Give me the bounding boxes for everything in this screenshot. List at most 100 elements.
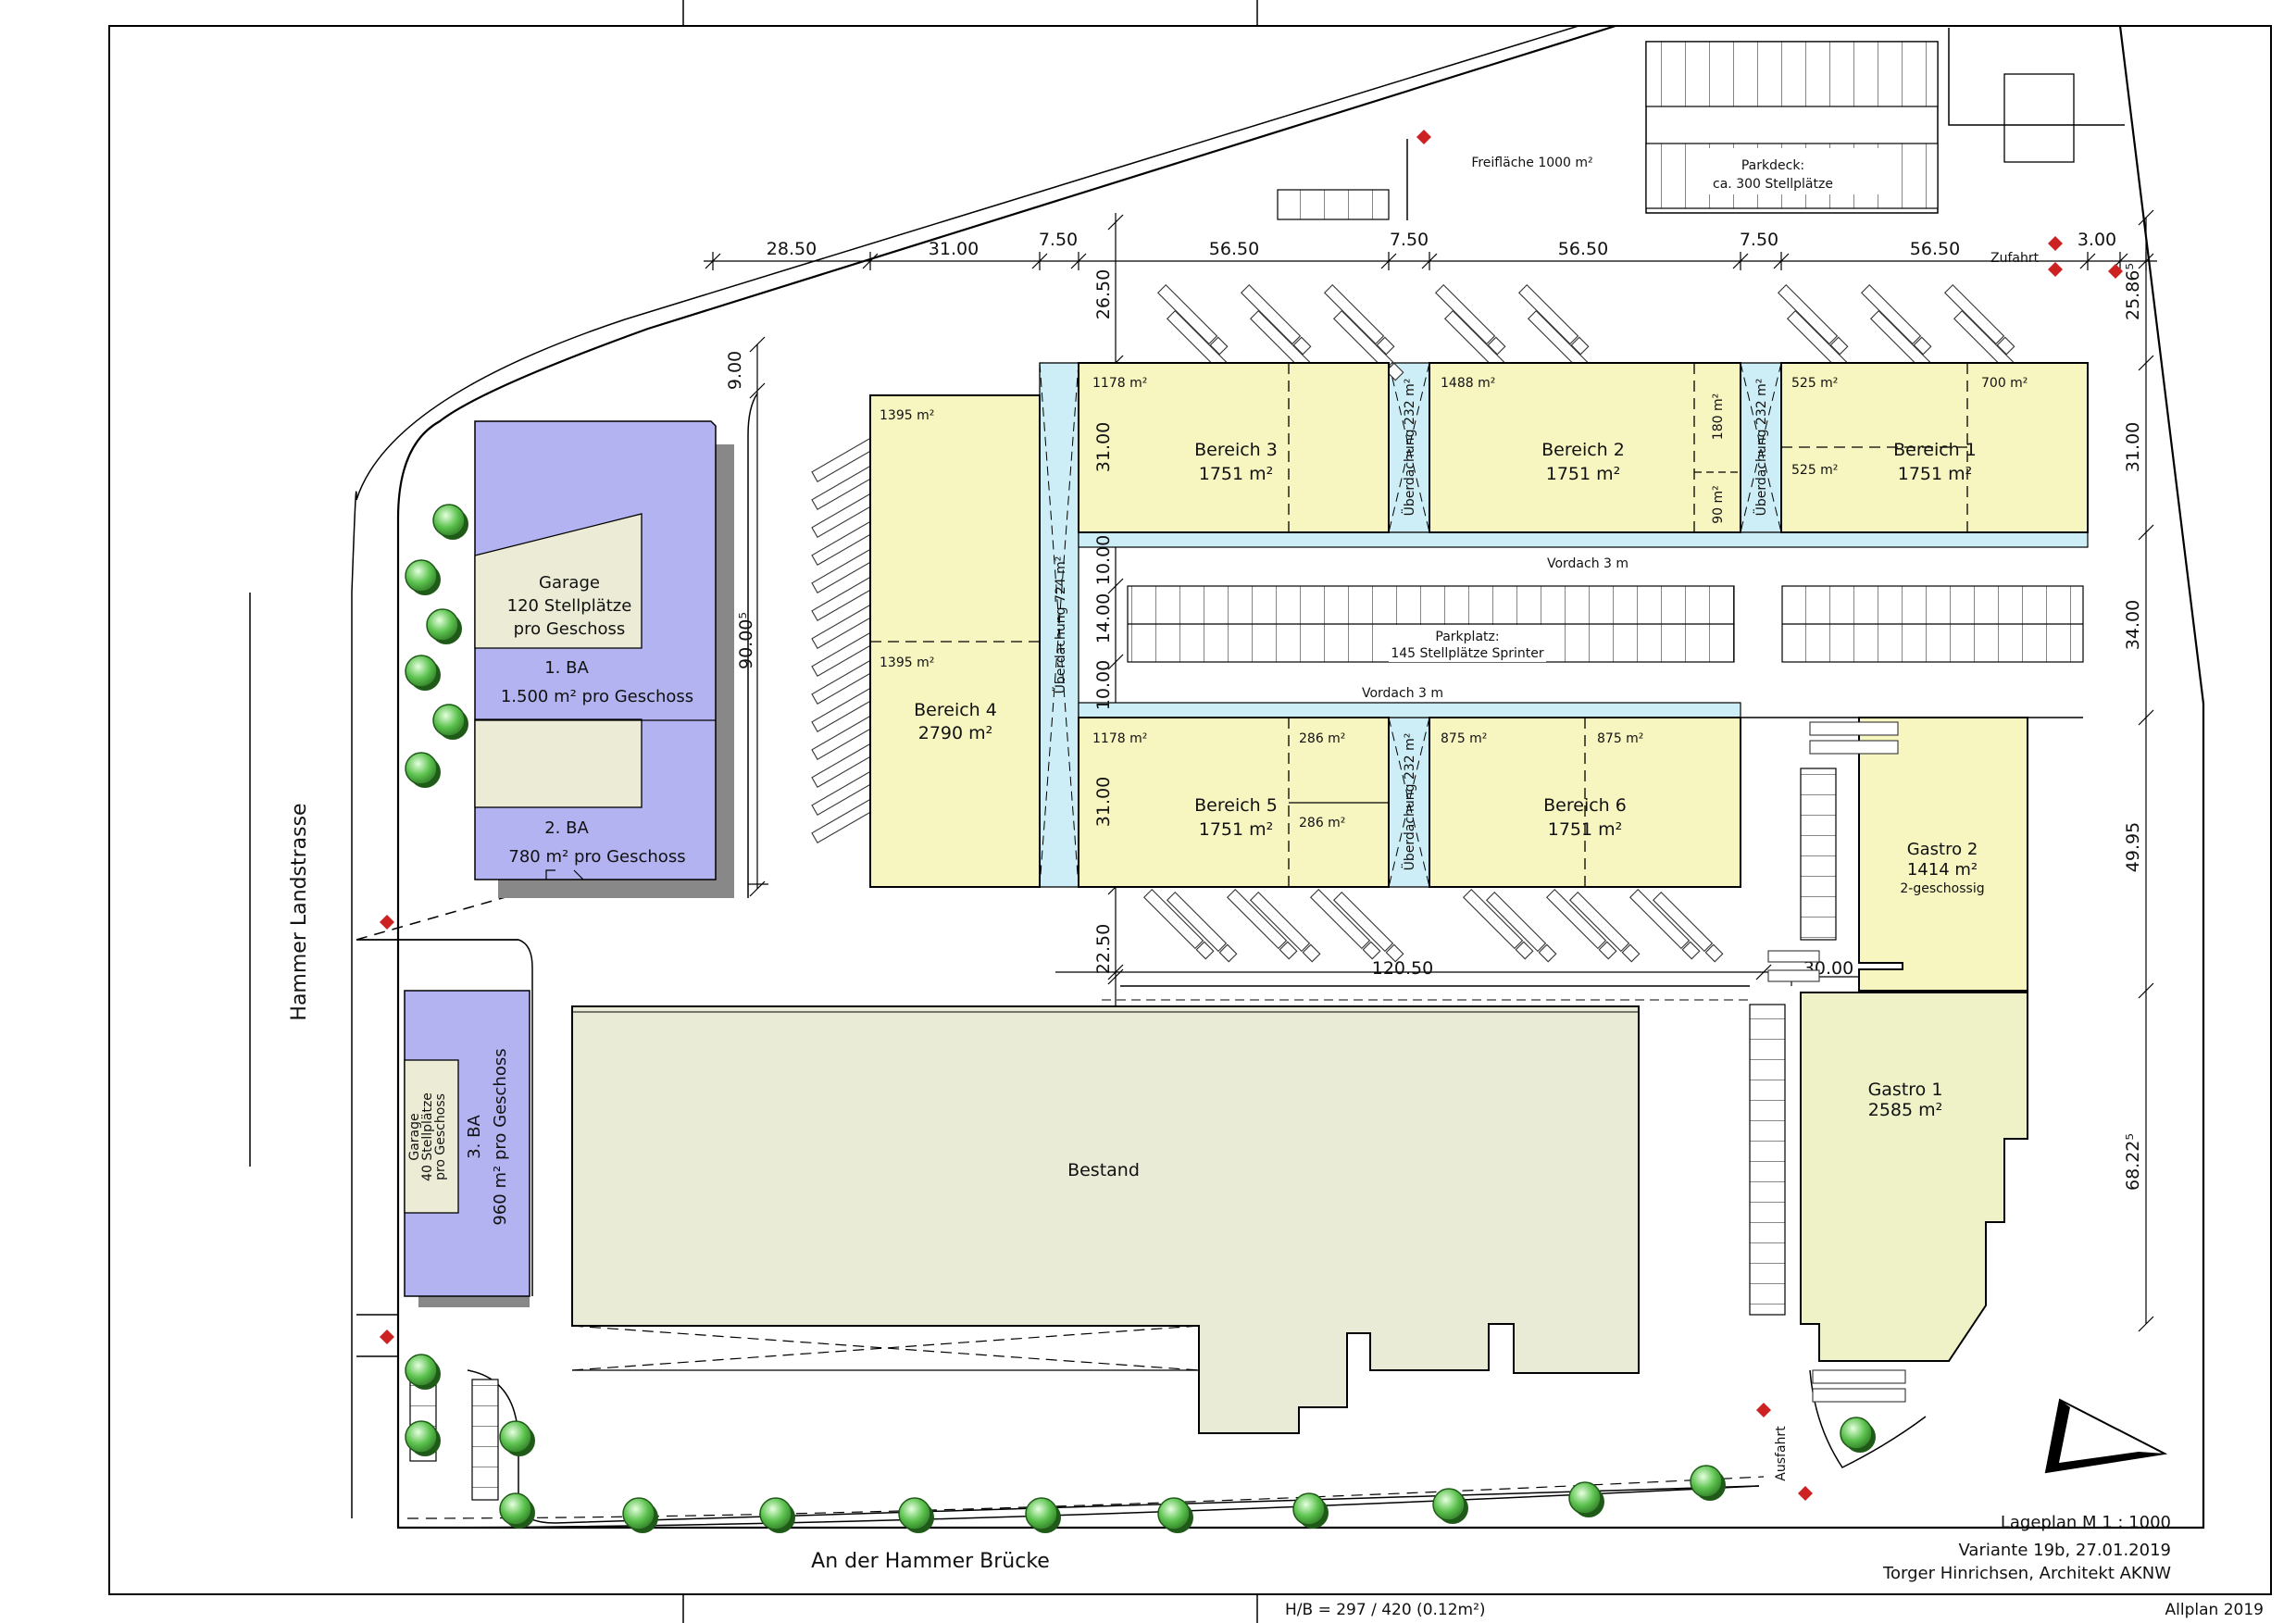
- bereich-6: [1429, 717, 1741, 888]
- title-line-3: Torger Hinrichsen, Architekt AKNW: [1882, 1564, 2171, 1583]
- canopy-232-label-c: Überdachung 232 m²: [1401, 733, 1417, 871]
- dim-tick: [2138, 982, 2154, 999]
- vehicles-gastro: [1767, 721, 1906, 1403]
- dim-top-8: 56.50: [1910, 239, 1960, 259]
- bereich4-sub-b: 1395 m²: [880, 655, 934, 670]
- dim-top-6: 56.50: [1558, 239, 1608, 259]
- bereich2-sub-a: 1488 m²: [1441, 376, 1495, 391]
- gastro2-name: Gastro 2: [1907, 840, 1978, 859]
- truck-stall: [1943, 283, 2015, 356]
- gastro-1: [1800, 992, 2028, 1362]
- title-line-1: Lageplan M 1 : 1000: [2001, 1513, 2171, 1532]
- tree-icon: [1568, 1481, 1604, 1517]
- bereich-1: [1780, 362, 2089, 533]
- dim-tick: [1107, 578, 1124, 594]
- dim-top-2: 31.00: [929, 239, 979, 259]
- canopy-232-label-a: Überdachung 232 m²: [1401, 379, 1417, 517]
- site-boundary: [351, 24, 2205, 1529]
- parking-strip-gastro1: [1749, 1004, 1786, 1316]
- garage-ba1-a: 1. BA: [544, 658, 589, 678]
- bereich3-area: 1751 m²: [1199, 464, 1274, 484]
- truck-stall: [1485, 891, 1557, 963]
- truck-stall: [1249, 891, 1321, 963]
- bereich1-name: Bereich 1: [1893, 440, 1977, 460]
- truck-stall: [1226, 888, 1298, 960]
- north-arrow-icon: [2044, 1398, 2168, 1474]
- bereich6-sub-a: 875 m²: [1441, 731, 1487, 746]
- bestand-label: Bestand: [1067, 1160, 1140, 1180]
- bereich1-sub-c: 525 m²: [1791, 463, 1838, 478]
- tree-icon: [499, 1492, 535, 1529]
- right-dimension-labels: [2138, 209, 2154, 1332]
- garage-north-l1: Garage: [539, 573, 600, 593]
- truck-stall: [1545, 888, 1617, 960]
- canopy-232-label-b: Überdachung 232 m²: [1753, 379, 1769, 517]
- parkdeck: Parkdeck: ca. 300 Stellplätze Freifläche…: [1277, 41, 2075, 220]
- truck-stall: [1309, 888, 1381, 960]
- garage-ba1-b: 1.500 m² pro Geschoss: [501, 687, 693, 706]
- garage-south: [404, 990, 530, 1307]
- tree-icon: [1157, 1497, 1193, 1533]
- bereich-2: [1429, 362, 1741, 533]
- truck-stall: [1142, 888, 1215, 960]
- bereich-5: [1078, 717, 1390, 888]
- bottom-dim-120: 120.50: [1372, 958, 1433, 979]
- bereich2-sub-b: 180 m²: [1711, 393, 1726, 440]
- bereich5-name: Bereich 5: [1194, 795, 1278, 816]
- bereich4-area: 2790 m²: [918, 723, 993, 743]
- garage-ba3-a: 3. BA: [465, 1115, 484, 1159]
- garage-north: [474, 420, 734, 898]
- tree-icon: [405, 1420, 441, 1456]
- dim-left-1: 26.50: [1093, 269, 1114, 319]
- dim-right-5: 68.22⁵: [2123, 1133, 2143, 1191]
- truck-stall: [1568, 891, 1641, 963]
- tree-icon: [1690, 1465, 1726, 1501]
- gastro1-name: Gastro 1: [1868, 1080, 1943, 1100]
- canopy-232-bottom: [1388, 717, 1430, 888]
- parking-strip-sw-2: [471, 1379, 499, 1501]
- bereich6-name: Bereich 6: [1543, 795, 1627, 816]
- dim-top-7: 7.50: [1740, 230, 1778, 250]
- small-structure: [2003, 73, 2075, 163]
- tree-icon: [1840, 1417, 1876, 1453]
- vordach-label-south: Vordach 3 m: [1362, 686, 1443, 701]
- dim-tick: [2138, 524, 2154, 541]
- footer-software: Allplan 2019: [2165, 1601, 2264, 1619]
- tree-icon: [1292, 1492, 1329, 1529]
- vordach-south: [1078, 702, 1741, 718]
- bereich1-area: 1751 m²: [1898, 464, 1973, 484]
- bereich-3: [1078, 362, 1390, 533]
- dim-top-5: 7.50: [1390, 230, 1429, 250]
- vordach-label-north: Vordach 3 m: [1547, 556, 1628, 571]
- dim-top-4: 56.50: [1209, 239, 1259, 259]
- tree-icon: [499, 1420, 535, 1456]
- tree-icon: [1432, 1488, 1468, 1524]
- gastro1-area: 2585 m²: [1868, 1100, 1943, 1120]
- truck-stall: [1156, 283, 1229, 356]
- sheet-frame: [108, 25, 2272, 1595]
- bereich-4: [869, 394, 1041, 888]
- garage-north-l2: 120 Stellplätze: [507, 596, 632, 616]
- vordach-north: [1078, 531, 2089, 548]
- dim-tick: [2138, 709, 2154, 726]
- bereich4-sub-a: 1395 m²: [880, 408, 934, 423]
- garage-dim-90: 90.00⁵: [736, 612, 756, 669]
- tree-icon: [432, 504, 468, 540]
- sprinter-label-1: Parkplatz:: [1435, 630, 1499, 644]
- dim-left-2: 31.00: [1093, 422, 1114, 472]
- road-south-label: An der Hammer Brücke: [811, 1550, 1050, 1573]
- parkdeck-label-1: Parkdeck:: [1741, 158, 1804, 173]
- access-markers: [380, 130, 2123, 1501]
- dim-tick: [1107, 214, 1124, 231]
- tree-icon: [405, 752, 441, 788]
- dim-right-2: 31.00: [2123, 422, 2143, 472]
- tree-icon: [405, 1354, 441, 1390]
- bereich6-area: 1751 m²: [1548, 819, 1623, 840]
- dim-left-7: 22.50: [1093, 924, 1114, 974]
- bereich4-name: Bereich 4: [914, 700, 997, 720]
- tree-icon: [1025, 1497, 1061, 1533]
- sprinter-label-2: 145 Stellplätze Sprinter: [1391, 646, 1544, 661]
- canopy-232-top-a: [1388, 362, 1430, 533]
- garage-north-l3: pro Geschoss: [514, 619, 626, 639]
